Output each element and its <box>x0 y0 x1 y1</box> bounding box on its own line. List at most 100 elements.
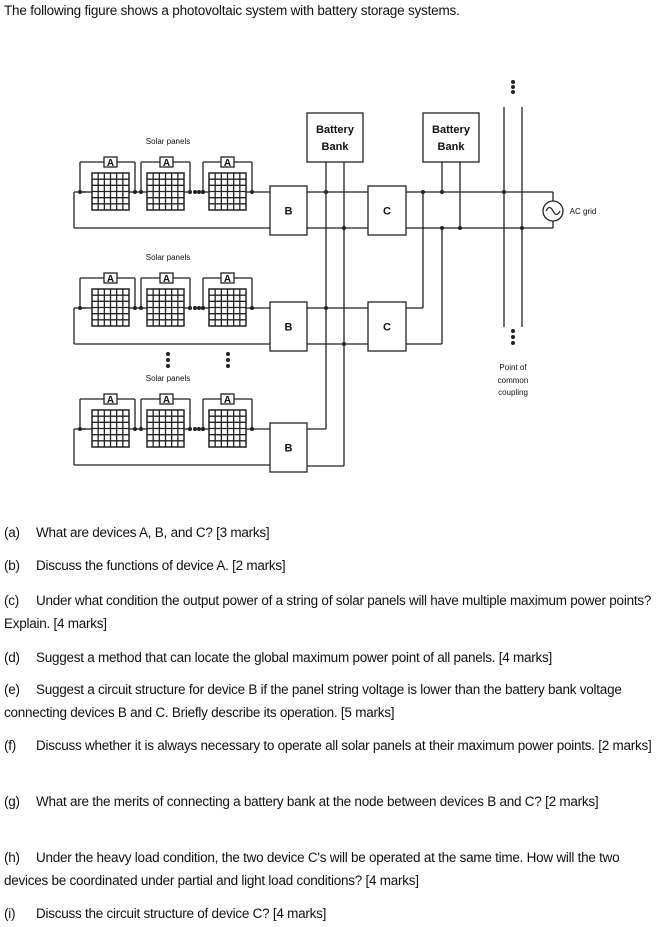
device-c-1: C <box>367 185 407 236</box>
question-text: What are the merits of connecting a batt… <box>36 794 599 809</box>
junction-dot <box>226 352 230 356</box>
junction-dot <box>201 306 205 310</box>
junction-dot <box>324 306 328 310</box>
pcc-label-2: common <box>498 376 529 385</box>
junction-dot <box>201 190 205 194</box>
question-text: Discuss the circuit structure of device … <box>36 906 327 921</box>
device-b-label: B <box>285 443 293 455</box>
device-a-label: A <box>163 274 170 285</box>
question-text: Suggest a method that can locate the glo… <box>36 650 553 665</box>
junction-dot <box>201 427 205 431</box>
question-d: (d)Suggest a method that can locate the … <box>4 647 662 670</box>
question-text: Under what condition the output power of… <box>4 593 652 631</box>
device-b-box <box>269 185 308 236</box>
battery-bank-1-label: Battery <box>316 124 355 136</box>
junction-dot <box>226 364 230 368</box>
question-text: Under the heavy load condition, the two … <box>4 850 620 888</box>
question-text: Discuss the functions of device A. [2 ma… <box>36 558 286 573</box>
junction-dot <box>440 226 444 230</box>
device-a: A <box>103 393 118 406</box>
question-h: (h)Under the heavy load condition, the t… <box>4 847 662 892</box>
junction-dot <box>511 90 515 94</box>
device-b: B <box>269 301 308 352</box>
device-c-2-label: C <box>383 322 391 334</box>
device-a-label: A <box>224 274 231 285</box>
junction-dot <box>78 190 82 194</box>
device-b-box <box>269 301 308 352</box>
junction-dot <box>166 358 170 362</box>
question-i: (i)Discuss the circuit structure of devi… <box>4 903 662 926</box>
junction-dot <box>511 80 515 84</box>
device-a-label: A <box>107 274 114 285</box>
question-text: Discuss whether it is always necessary t… <box>36 738 652 753</box>
device-a: A <box>220 393 235 406</box>
question-f: (f) Discuss whether it is always necessar… <box>4 735 662 758</box>
device-c-1-box <box>367 185 407 236</box>
junction-dot <box>502 190 506 194</box>
device-b-label: B <box>285 322 293 334</box>
question-a: (a)What are devices A, B, and C? [3 mark… <box>4 522 662 545</box>
device-a-box <box>159 393 174 405</box>
solar-panel <box>91 409 130 448</box>
battery-bank-2-label-2: Bank <box>438 141 466 153</box>
device-b-label: B <box>285 206 293 218</box>
question-label: (h) <box>4 850 20 865</box>
junction-dot <box>342 226 346 230</box>
question-label: (f) <box>4 738 16 753</box>
battery-bank-2-label: Battery <box>432 124 471 136</box>
device-a: A <box>159 156 174 169</box>
device-c-1-label: C <box>383 206 391 218</box>
ac-grid-label: AC grid <box>570 207 597 216</box>
junction-dot <box>511 341 515 345</box>
device-a: A <box>220 156 235 169</box>
inverter-group: CC <box>367 162 553 352</box>
solar-panel <box>146 172 185 211</box>
junction-dot <box>166 352 170 356</box>
question-e: (e)Suggest a circuit structure for devic… <box>4 679 662 724</box>
device-a-box <box>159 156 174 168</box>
device-a-box <box>103 393 118 405</box>
battery-bank-1-label-2: Bank <box>322 141 350 153</box>
sine-wave-icon <box>545 206 561 216</box>
device-a: A <box>220 272 235 285</box>
device-a-box <box>220 272 235 284</box>
solar-panel <box>208 288 247 327</box>
device-b-box <box>269 422 308 473</box>
device-c-2-box <box>367 301 407 352</box>
device-a-label: A <box>107 158 114 169</box>
question-label: (c) <box>4 593 19 608</box>
solar-panel <box>208 172 247 211</box>
device-a: A <box>159 272 174 285</box>
junction-dot <box>197 427 201 431</box>
device-a-box <box>103 272 118 284</box>
solar-panels-label: Solar panels <box>146 253 190 262</box>
device-c-2: C <box>367 301 407 352</box>
device-a: A <box>103 272 118 285</box>
question-label: (g) <box>4 794 20 809</box>
solar-panel <box>91 288 130 327</box>
device-a-label: A <box>224 395 231 406</box>
device-a: A <box>103 156 118 169</box>
junction-dot <box>193 190 197 194</box>
question-g: (g) What are the merits of connecting a b… <box>4 791 662 814</box>
junction-dot <box>197 306 201 310</box>
solar-panels-label: Solar panels <box>146 374 190 383</box>
question-label: (e) <box>4 682 20 697</box>
battery-bank-2-box <box>422 112 480 163</box>
junction-dot <box>166 364 170 368</box>
solar-panel <box>91 172 130 211</box>
pcc-label-3: coupling <box>498 388 528 397</box>
junction-dot <box>324 190 328 194</box>
question-text: Suggest a circuit structure for device B… <box>4 682 622 720</box>
solar-panels-label: Solar panels <box>146 137 190 146</box>
junction-dot <box>342 342 346 346</box>
device-a-box <box>220 156 235 168</box>
junction-dot <box>78 427 82 431</box>
